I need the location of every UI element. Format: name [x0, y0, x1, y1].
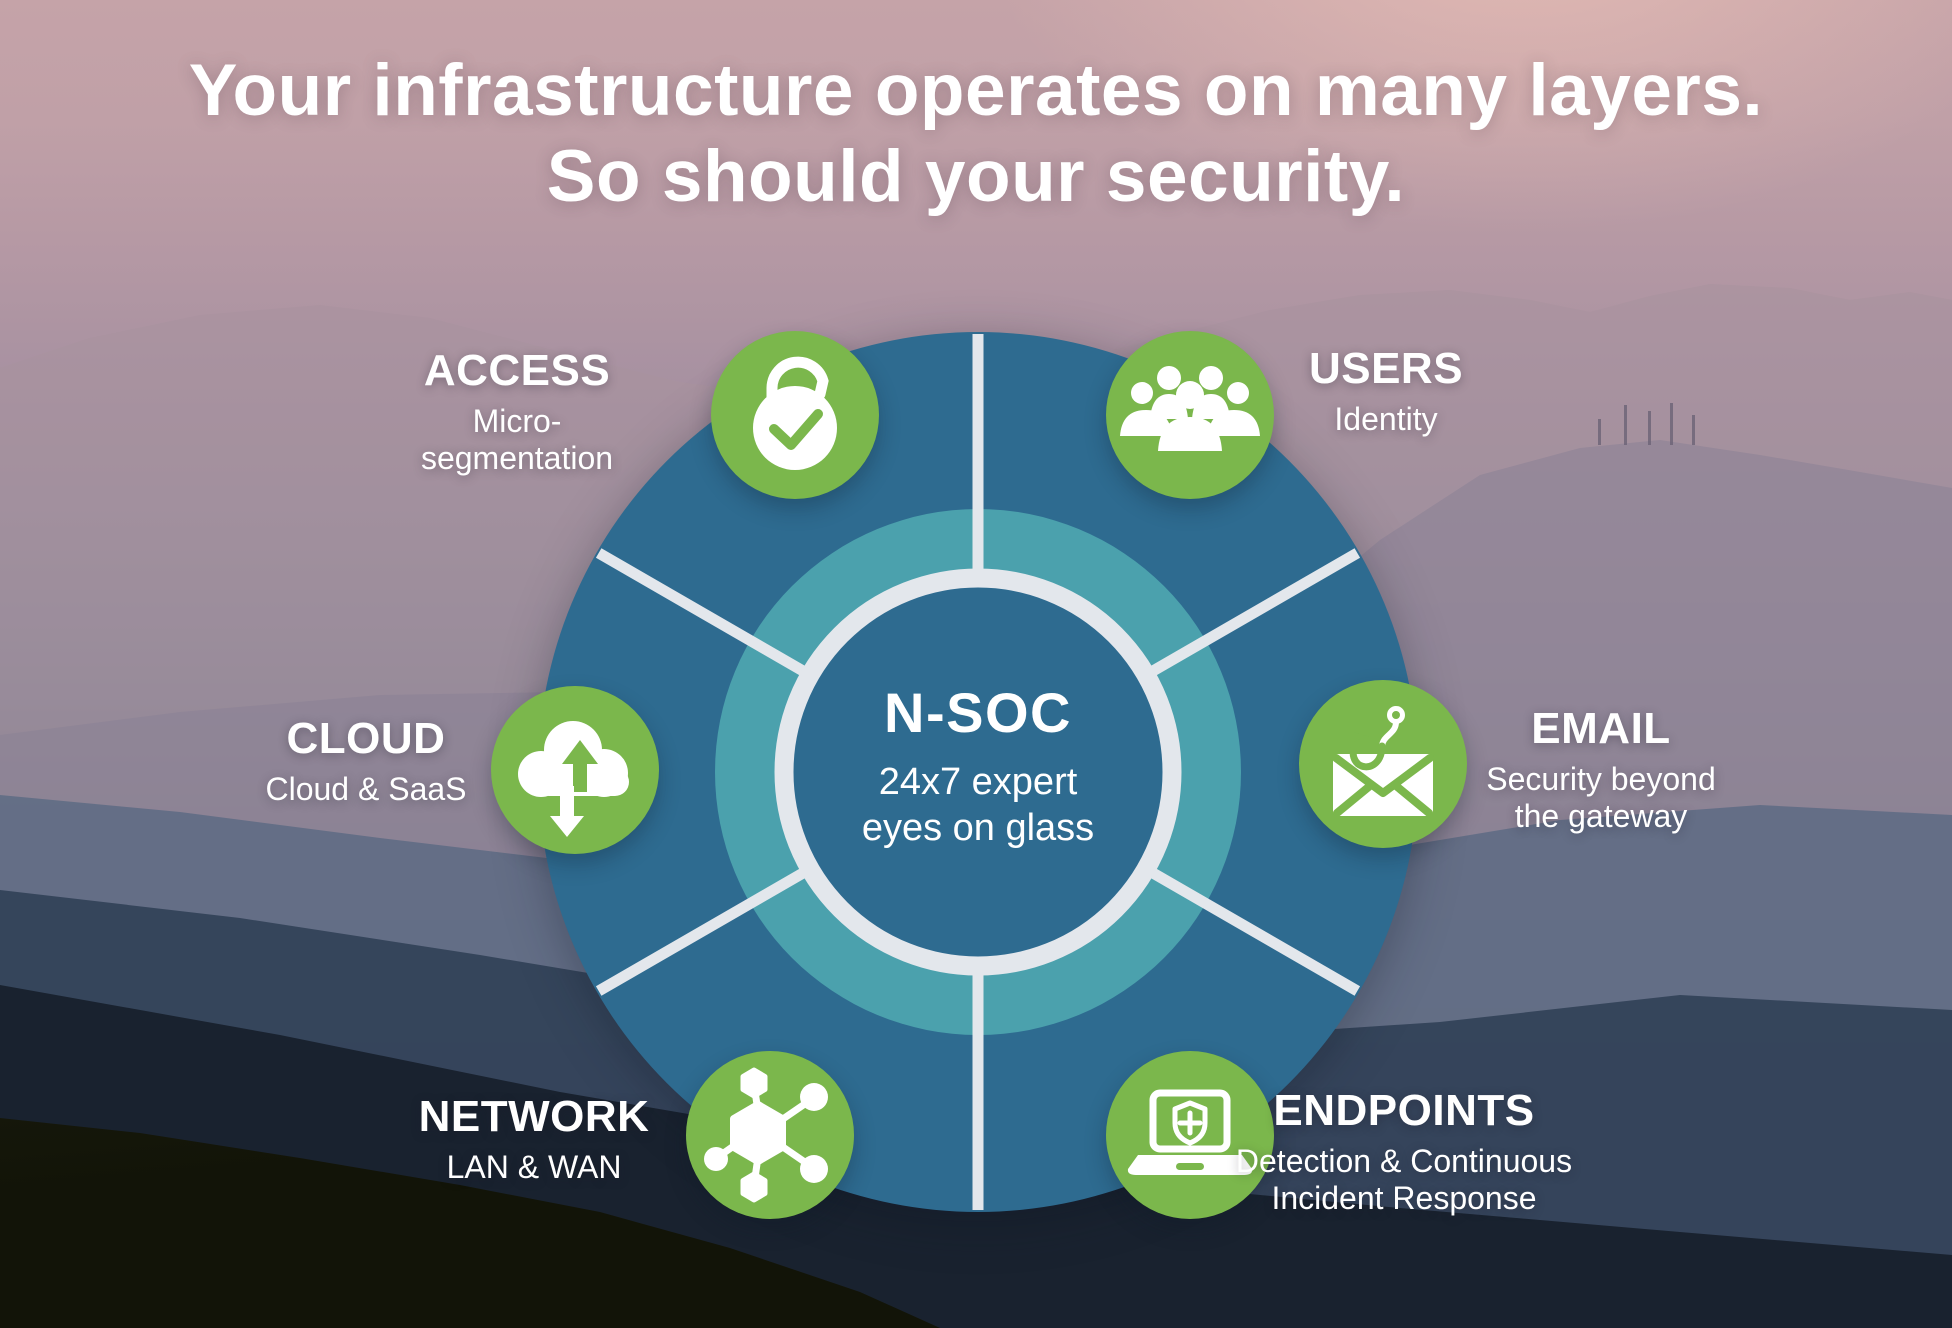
access-icon-circle — [711, 331, 879, 499]
title-line-2: So should your security. — [546, 136, 1406, 217]
endpoints-heading: ENDPOINTS — [1273, 1086, 1535, 1135]
infographic-title: Your infrastructure operates on many lay… — [0, 48, 1952, 220]
network-heading: NETWORK — [418, 1092, 650, 1141]
endpoints-icon-circle — [1106, 1051, 1274, 1219]
hub-label: N-SOC 24x7 expert eyes on glass — [862, 680, 1094, 852]
email-subtitle: Security beyond the gateway — [1486, 761, 1716, 834]
radio-towers-silhouette — [1598, 400, 1718, 445]
endpoints-subtitle: Detection & Continuous Incident Response — [1235, 1143, 1573, 1216]
network-subtitle: LAN & WAN — [446, 1149, 622, 1185]
access-subtitle: Micro- segmentation — [420, 403, 614, 476]
phishing-hook-envelope-icon — [1332, 706, 1434, 817]
cloud-subtitle: Cloud & SaaS — [265, 771, 467, 807]
cloud-label: CLOUD Cloud & SaaS — [265, 714, 466, 808]
people-group-icon — [1120, 366, 1260, 451]
title-line-1: Your infrastructure operates on many lay… — [188, 50, 1764, 131]
security-wheel — [538, 332, 1418, 1212]
network-icon-circle — [686, 1051, 854, 1219]
users-heading: USERS — [1308, 344, 1464, 393]
unlocked-padlock-check-icon — [753, 356, 837, 470]
email-label: EMAIL Security beyond the gateway — [1486, 704, 1715, 835]
users-label: USERS Identity — [1309, 344, 1463, 438]
network-label: NETWORK LAN & WAN — [419, 1092, 650, 1186]
users-icon-circle — [1106, 331, 1274, 499]
hub-subtitle: 24x7 expert eyes on glass — [861, 761, 1095, 850]
access-heading: ACCESS — [423, 346, 611, 395]
cloud-sync-arrows-icon — [518, 721, 629, 837]
wheel-hub-circle — [793, 587, 1163, 957]
laptop-shield-icon — [1127, 1089, 1253, 1175]
cloud-icon-circle — [491, 686, 659, 854]
email-icon-circle — [1299, 680, 1467, 848]
users-subtitle: Identity — [1334, 401, 1438, 437]
wheel-divider-lines — [595, 334, 1361, 1210]
hub-heading: N-SOC — [884, 681, 1072, 745]
wheel-hub-border — [774, 568, 1182, 976]
email-heading: EMAIL — [1531, 704, 1671, 753]
endpoints-label: ENDPOINTS Detection & Continuous Inciden… — [1236, 1086, 1572, 1217]
access-label: ACCESS Micro- segmentation — [421, 346, 613, 477]
cloud-heading: CLOUD — [286, 714, 446, 763]
network-nodes-icon — [704, 1067, 828, 1203]
